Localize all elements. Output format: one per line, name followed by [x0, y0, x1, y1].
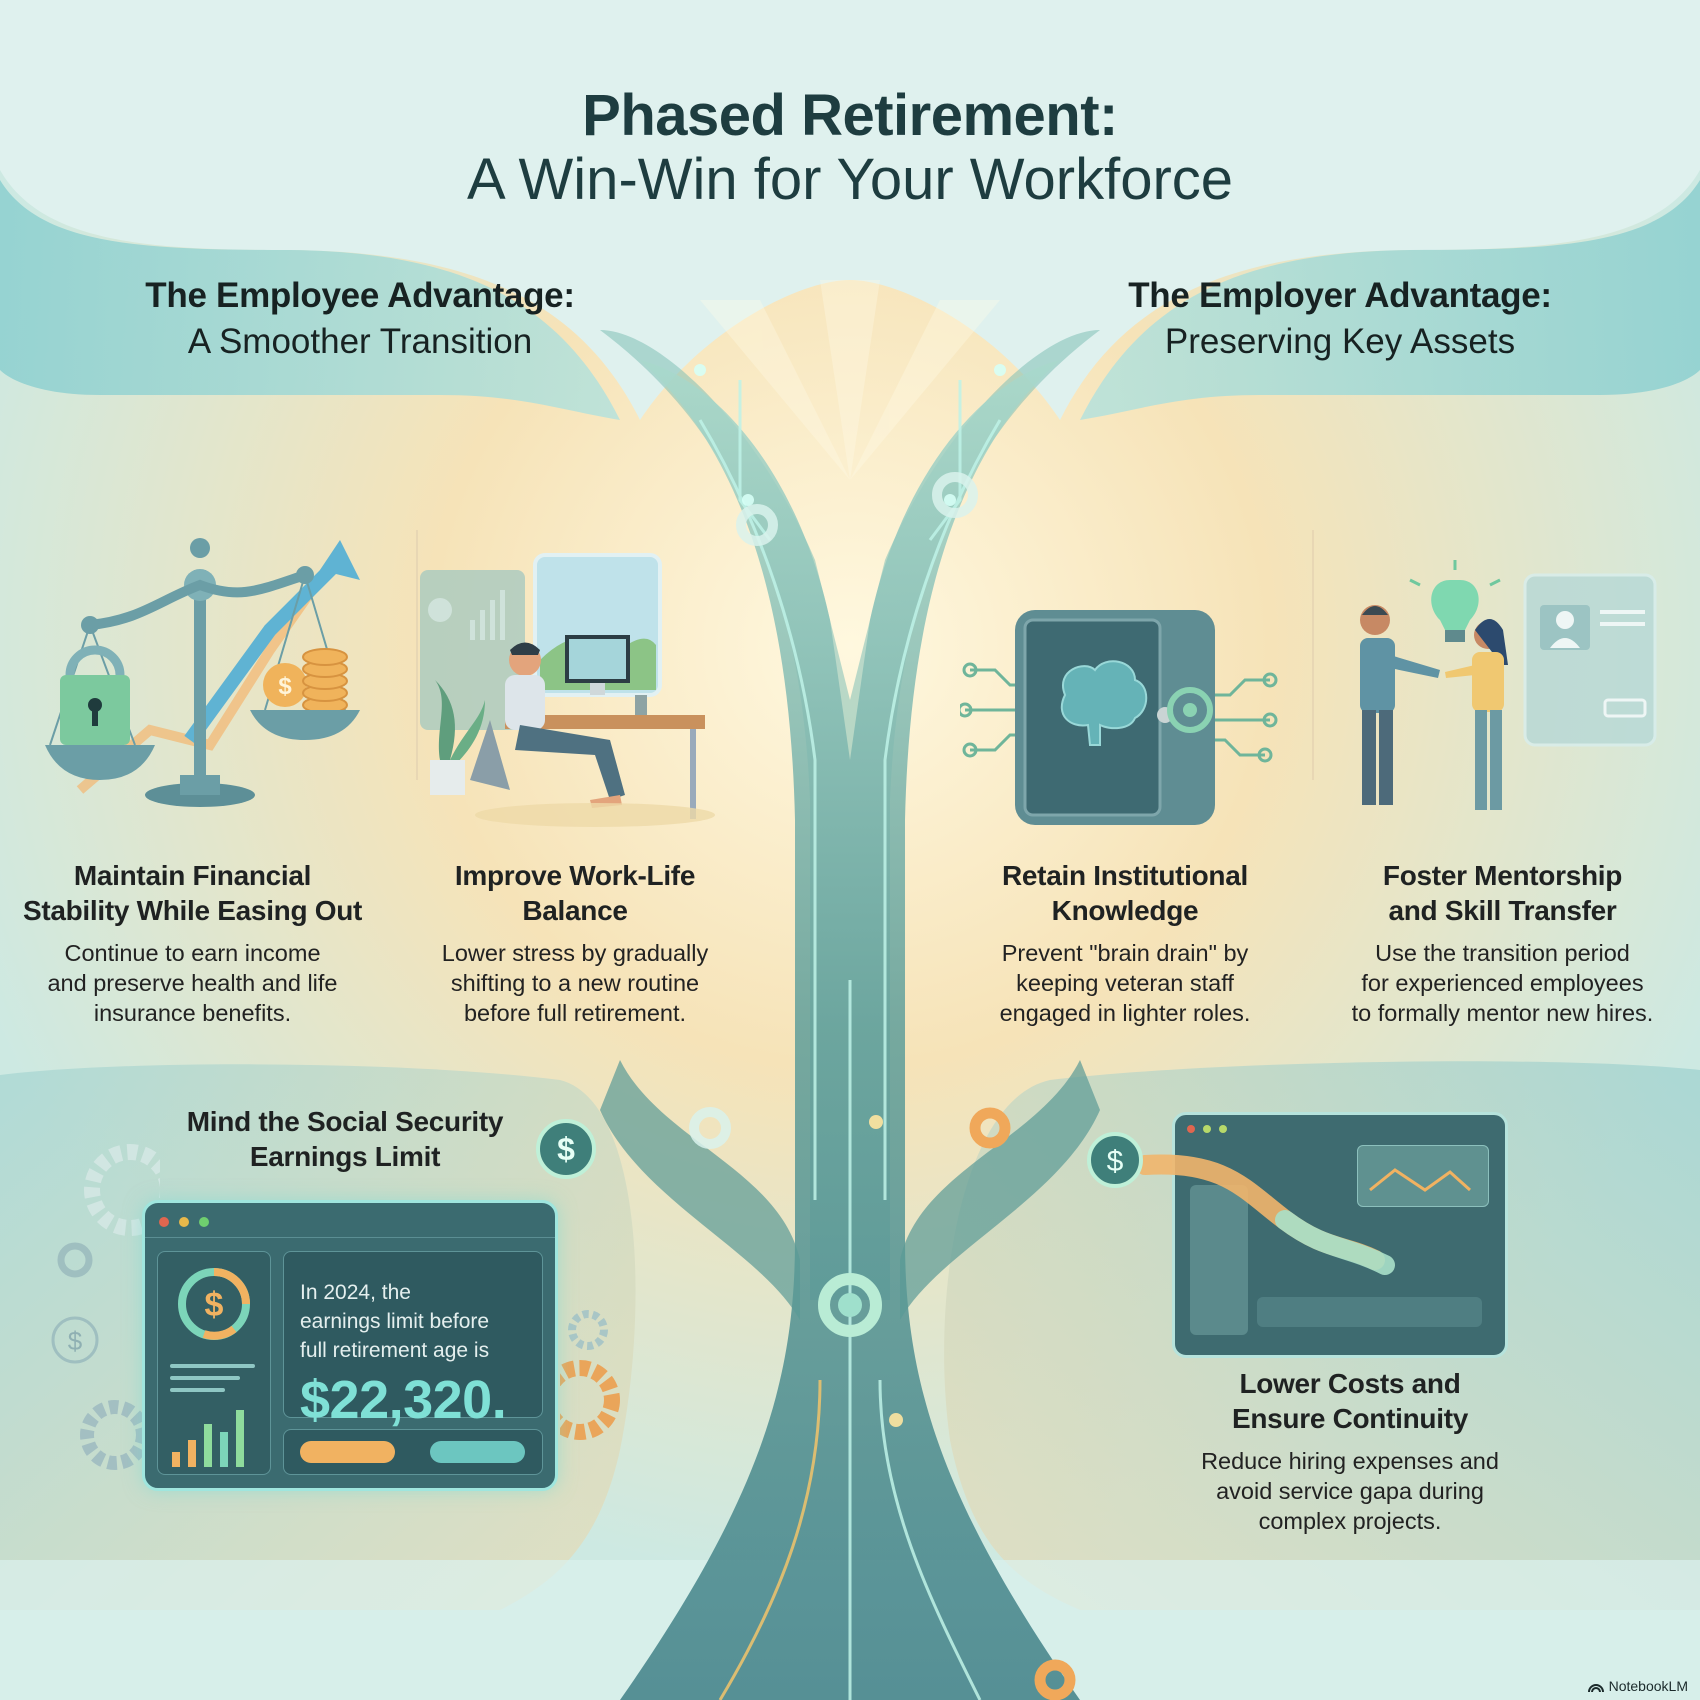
bar-chart-icon [172, 1410, 244, 1467]
maximize-dot-icon [199, 1217, 209, 1227]
mentorship-handshake-icon [1360, 560, 1657, 810]
dollar-coin-icon: $ [536, 1119, 596, 1179]
svg-text:$: $ [1107, 1145, 1124, 1178]
scale-lock-coins-icon: $ [45, 538, 360, 807]
brand-label: NotebookLM [1608, 1678, 1688, 1694]
earnings-limit-line-1: In 2024, the [300, 1281, 411, 1304]
employer-section-heading: The Employer Advantage: Preserving Key A… [1060, 276, 1620, 362]
notebooklm-logo-icon [1587, 1684, 1604, 1692]
notebooklm-watermark: NotebookLM [1587, 1678, 1688, 1694]
relaxed-worker-desk-icon [420, 553, 715, 827]
close-dot-icon [159, 1217, 169, 1227]
employer-subheading: Preserving Key Assets [1164, 322, 1516, 361]
employer-heading: The Employer Advantage: [1128, 276, 1552, 315]
dollar-ring-icon: $ [178, 1268, 250, 1340]
progress-pill-teal [430, 1441, 525, 1463]
employee-heading: The Employee Advantage: [145, 276, 575, 315]
earnings-limit-amount: $22,320. [300, 1370, 507, 1430]
cost-flow-dashboard-icon [1172, 1112, 1508, 1358]
window-controls [159, 1217, 209, 1227]
svg-text:$: $ [557, 1131, 575, 1167]
earnings-limit-line-2: earnings limit before [300, 1310, 490, 1333]
earnings-limit-line-3: full retirement age is [300, 1339, 490, 1362]
progress-pill-orange [300, 1441, 395, 1463]
dashboard-side-panel: $ [157, 1251, 271, 1475]
svg-text:$: $ [278, 673, 292, 700]
svg-text:$: $ [68, 1326, 83, 1356]
brain-vault-icon [960, 610, 1278, 825]
minimize-dot-icon [179, 1217, 189, 1227]
svg-text:$: $ [205, 1286, 224, 1324]
employee-section-heading: The Employee Advantage: A Smoother Trans… [80, 276, 640, 362]
earnings-limit-display: In 2024, the earnings limit before full … [283, 1251, 543, 1430]
page-title: Phased Retirement: [582, 83, 1118, 148]
dashboard-footer-bar [283, 1429, 543, 1475]
employee-subheading: A Smoother Transition [187, 322, 533, 361]
money-flow-path-icon: $ [1087, 1132, 1395, 1275]
orange-gear-icon [560, 1310, 620, 1440]
page-subtitle: A Win-Win for Your Workforce [466, 147, 1234, 212]
earnings-dashboard-window: $ In 2024, the earnings limit before ful… [142, 1200, 558, 1491]
